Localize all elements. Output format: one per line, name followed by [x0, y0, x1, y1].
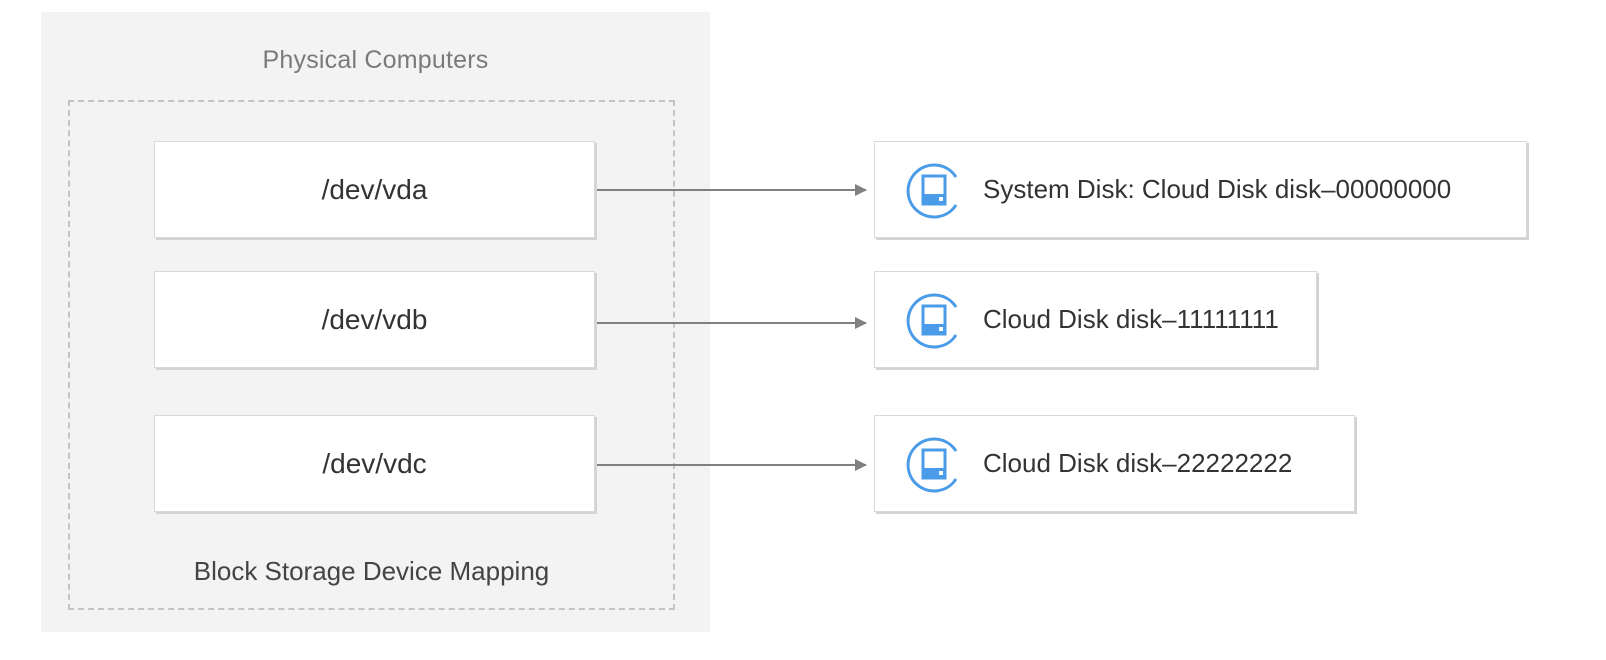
cloud-disk-icon	[906, 293, 958, 349]
device-vdb-box: /dev/vdb	[154, 271, 595, 368]
system-disk-box: System Disk: Cloud Disk disk–00000000	[874, 141, 1527, 238]
cloud-disk-2-box: Cloud Disk disk–22222222	[874, 415, 1355, 512]
device-vdc-label: /dev/vdc	[322, 447, 427, 479]
cloud-disk-icon	[906, 163, 958, 219]
device-vda-box: /dev/vda	[154, 141, 595, 238]
device-vda-label: /dev/vda	[321, 173, 428, 205]
cloud-disk-2-label: Cloud Disk disk–22222222	[983, 448, 1293, 478]
block-storage-mapping-frame	[68, 100, 675, 610]
cloud-disk-1-label: Cloud Disk disk–11111111	[983, 304, 1279, 334]
system-disk-label: System Disk: Cloud Disk disk–00000000	[983, 174, 1452, 204]
device-vdc-box: /dev/vdc	[154, 415, 595, 512]
cloud-disk-1-box: Cloud Disk disk–11111111	[874, 271, 1317, 368]
device-vdb-label: /dev/vdb	[321, 303, 428, 335]
block-storage-mapping-label: Block Storage Device Mapping	[193, 556, 550, 586]
physical-computers-title: Physical Computers	[262, 46, 489, 74]
cloud-disk-icon	[906, 437, 958, 493]
